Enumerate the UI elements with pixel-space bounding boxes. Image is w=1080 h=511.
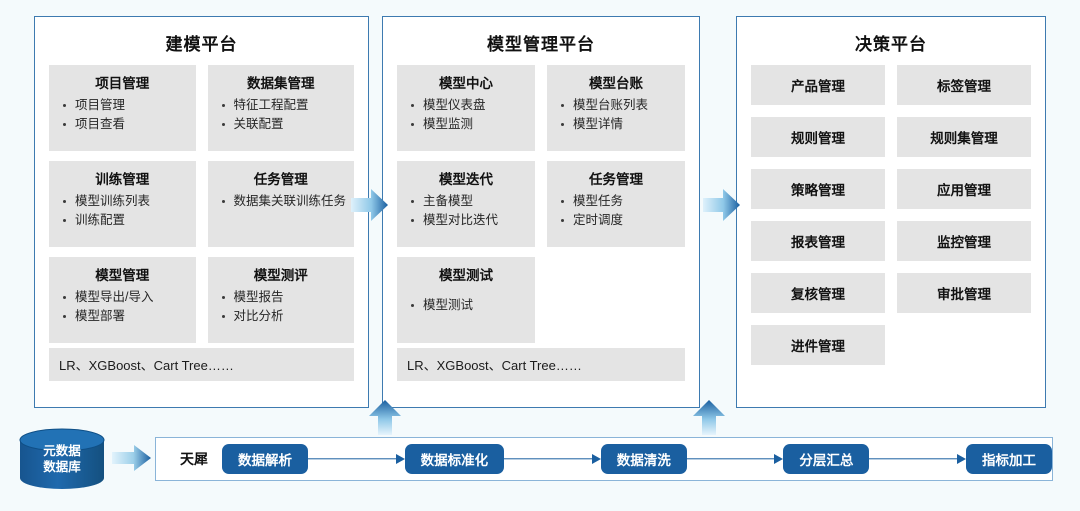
algorithm-strip-model-management: LR、XGBoost、Cart Tree…… [397,348,685,381]
tile-project-management[interactable]: 项目管理 项目管理 项目查看 [49,65,196,151]
list-item[interactable]: 模型仪表盘 [411,96,527,115]
panel-decision-platform: 决策平台 产品管理 标签管理 规则管理 规则集管理 策略管理 应用管理 报表管理… [736,16,1046,408]
tile-report-management[interactable]: 报表管理 [751,221,885,261]
tile-grid-model-management: 模型中心 模型仪表盘 模型监测 模型台账 模型台账列表 模型详情 模型迭代 主备… [383,65,699,343]
list-item[interactable]: 模型详情 [561,115,677,134]
pipeline-system-label: 天犀 [180,451,208,467]
pipeline-connector-arrow-icon [308,454,405,464]
tile-training-management[interactable]: 训练管理 模型训练列表 训练配置 [49,161,196,247]
tile-head: 任务管理 [253,172,308,187]
tile-grid-modeling: 项目管理 项目管理 项目查看 数据集管理 特征工程配置 关联配置 训练管理 模型… [35,65,368,343]
tile-model-evaluation[interactable]: 模型测评 模型报告 对比分析 [207,257,354,343]
tile-application-management[interactable]: 应用管理 [897,169,1031,209]
tile-head: 任务管理 [589,172,643,187]
tile-review-management[interactable]: 复核管理 [751,273,885,313]
tile-head: 模型中心 [439,76,493,91]
tile-item-list: 模型报告 对比分析 [216,288,347,327]
tile-head: 模型管理 [95,268,150,283]
list-item[interactable]: 对比分析 [221,307,347,326]
list-item[interactable]: 特征工程配置 [221,96,347,115]
list-item[interactable]: 模型测试 [411,296,527,315]
tile-item-list: 模型导出/导入 模型部署 [57,288,188,327]
tile-rule-management[interactable]: 规则管理 [751,117,885,157]
pipeline-connector-arrow-icon [504,454,601,464]
tile-item-list: 项目管理 项目查看 [57,96,188,135]
tile-model-ledger[interactable]: 模型台账 模型台账列表 模型详情 [547,65,685,151]
tile-intake-management[interactable]: 进件管理 [751,325,885,365]
tile-task-management[interactable]: 任务管理 模型任务 定时调度 [547,161,685,247]
list-item[interactable]: 项目查看 [63,115,188,134]
tile-grid-decision: 产品管理 标签管理 规则管理 规则集管理 策略管理 应用管理 报表管理 监控管理… [737,65,1045,365]
pipeline-connector-arrow-icon [869,454,966,464]
tile-strategy-management[interactable]: 策略管理 [751,169,885,209]
tile-item-list: 数据集关联训练任务 [216,192,346,211]
tile-model-test[interactable]: 模型测试 模型测试 [397,257,535,343]
tile-monitor-management[interactable]: 监控管理 [897,221,1031,261]
tile-item-list: 模型台账列表 模型详情 [555,96,677,135]
list-item[interactable]: 定时调度 [561,211,677,230]
tile-approval-management[interactable]: 审批管理 [897,273,1031,313]
arrow-model-management-to-decision-icon [703,188,741,222]
tile-item-list: 模型训练列表 训练配置 [57,192,188,231]
panel-title-decision: 决策平台 [855,35,927,54]
pipeline-steps: 数据解析 数据标准化 数据清洗 分层汇总 指标加工 [222,444,1052,474]
pipeline-step-data-standardization[interactable]: 数据标准化 [404,444,505,474]
tile-head: 模型测试 [439,268,493,283]
tile-head: 模型测评 [253,268,308,283]
list-item[interactable]: 模型监测 [411,115,527,134]
tile-head: 数据集管理 [247,76,315,91]
data-pipeline-bar: 天犀 数据解析 数据标准化 数据清洗 分层汇总 指标加工 [155,437,1053,481]
tile-head: 模型迭代 [439,172,493,187]
list-item[interactable]: 模型导出/导入 [63,288,188,307]
pipeline-step-layered-aggregation[interactable]: 分层汇总 [783,444,870,474]
list-item[interactable]: 模型台账列表 [561,96,677,115]
tile-label-management[interactable]: 标签管理 [897,65,1031,105]
pipeline-connector-arrow-icon [687,454,784,464]
tile-task-management[interactable]: 任务管理 数据集关联训练任务 [207,161,354,247]
tile-item-list: 主备模型 模型对比迭代 [405,192,527,231]
list-item[interactable]: 模型报告 [221,288,347,307]
list-item[interactable]: 主备模型 [411,192,527,211]
list-item[interactable]: 模型对比迭代 [411,211,527,230]
tile-head: 训练管理 [95,172,150,187]
tile-item-list: 特征工程配置 关联配置 [216,96,347,135]
arrow-up-to-decision-icon [692,400,726,435]
pipeline-step-data-cleaning[interactable]: 数据清洗 [600,444,687,474]
arrow-database-to-pipeline-icon [112,445,152,471]
tile-model-management[interactable]: 模型管理 模型导出/导入 模型部署 [49,257,196,343]
list-item[interactable]: 项目管理 [63,96,188,115]
tile-dataset-management[interactable]: 数据集管理 特征工程配置 关联配置 [207,65,354,151]
tile-model-iteration[interactable]: 模型迭代 主备模型 模型对比迭代 [397,161,535,247]
metadata-database-cylinder[interactable]: 元数据 数据库 [18,428,106,490]
list-item[interactable]: 数据集关联训练任务 [221,192,346,211]
list-item[interactable]: 模型训练列表 [63,192,188,211]
arrow-up-to-model-management-icon [368,400,402,435]
pipeline-step-metric-processing[interactable]: 指标加工 [966,444,1052,474]
tile-item-list: 模型测试 [405,296,527,315]
panel-modeling-platform: 建模平台 项目管理 项目管理 项目查看 数据集管理 特征工程配置 关联配置 训练… [34,16,369,408]
pipeline-step-data-parsing[interactable]: 数据解析 [222,444,308,474]
list-item[interactable]: 模型部署 [63,307,188,326]
list-item[interactable]: 训练配置 [63,211,188,230]
list-item[interactable]: 关联配置 [221,115,347,134]
tile-product-management[interactable]: 产品管理 [751,65,885,105]
panel-title-modeling: 建模平台 [165,35,238,54]
panel-title-model-management: 模型管理平台 [487,35,595,54]
tile-head: 模型台账 [589,76,643,91]
tile-head: 项目管理 [95,76,150,91]
tile-ruleset-management[interactable]: 规则集管理 [897,117,1031,157]
algorithm-strip-modeling: LR、XGBoost、Cart Tree…… [49,348,354,381]
tile-item-list: 模型任务 定时调度 [555,192,677,231]
tile-model-center[interactable]: 模型中心 模型仪表盘 模型监测 [397,65,535,151]
panel-model-management-platform: 模型管理平台 模型中心 模型仪表盘 模型监测 模型台账 模型台账列表 模型详情 … [382,16,700,408]
list-item[interactable]: 模型任务 [561,192,677,211]
arrow-modeling-to-model-management-icon [351,188,389,222]
tile-item-list: 模型仪表盘 模型监测 [405,96,527,135]
